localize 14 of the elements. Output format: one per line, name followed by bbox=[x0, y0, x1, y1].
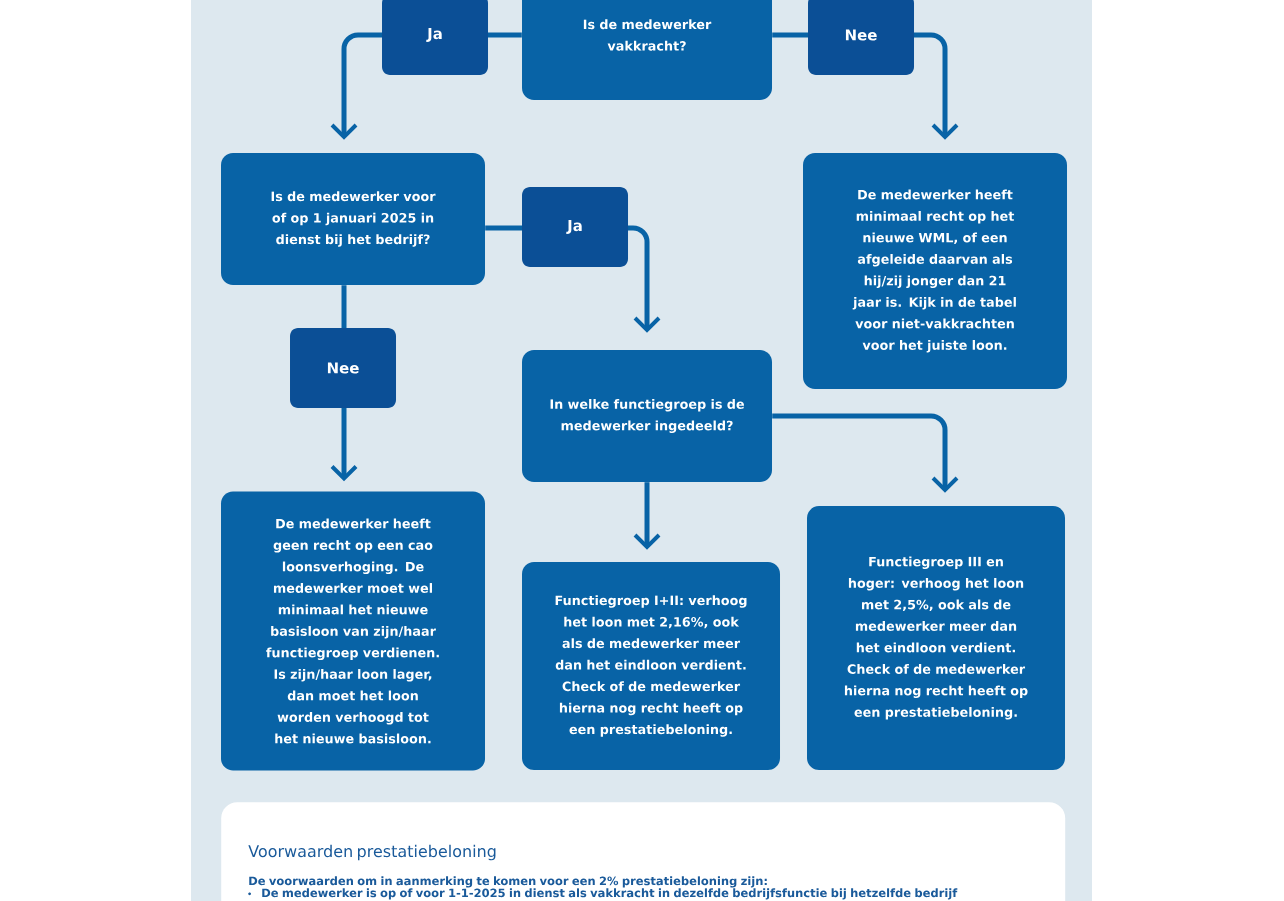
info-card: Voorwaarden prestatiebeloning De voorwaarden om in aanmerking te komen voor een 2% prestatiebeloning zijn: De medewerker is op of voor 1-1-2025 in dienst als vakkracht in dezelfde bedrijfsfunctie bij hetzelfde bedrijf bbox=[221, 802, 1066, 901]
process-box: De medewerker heeft geen recht op een cao loonsverhoging. De medewerker moet wel minimaal het nieuwe basisloon van zijn/haar functiegroep verdienen. Is zijn/haar loon lager, dan moet het loon worden verhoogd tot het nieuwe basisloon. bbox=[221, 491, 485, 771]
process-box: Is de medewerker voor of op 1 januari 2025 in dienst bij het bedrijf? bbox=[221, 153, 485, 285]
arrow bbox=[772, 413, 959, 493]
edge-label: Ja bbox=[522, 187, 628, 267]
edge-label: Nee bbox=[290, 328, 396, 408]
arrow bbox=[633, 482, 661, 550]
edge-label: Nee bbox=[808, 0, 914, 75]
process-box: Functiegroep III en hoger: verhoog het loon met 2,5%, ook als de medewerker meer dan het eindloon verdient. Check of de medewerker hierna nog recht heeft op een prestatiebeloning. bbox=[807, 506, 1065, 770]
process-box: Functiegroep I+II: verhoog het loon met 2,16%, ook als de medewerker meer dan het eindloon verdient. Check of de medewerker hierna nog recht heeft op een prestatiebeloning. bbox=[522, 562, 780, 770]
edge-label: Ja bbox=[382, 0, 488, 75]
process-box: Is de medewerker vakkracht? bbox=[522, 0, 772, 100]
process-box: De medewerker heeft minimaal recht op het nieuwe WML, of een afgeleide daarvan als hij/zij jonger dan 21 jaar is. Kijk in de tabel voor niet-vakkrachten voor het juiste loon. bbox=[803, 153, 1067, 389]
process-box: In welke functiegroep is de medewerker ingedeeld? bbox=[522, 350, 772, 482]
